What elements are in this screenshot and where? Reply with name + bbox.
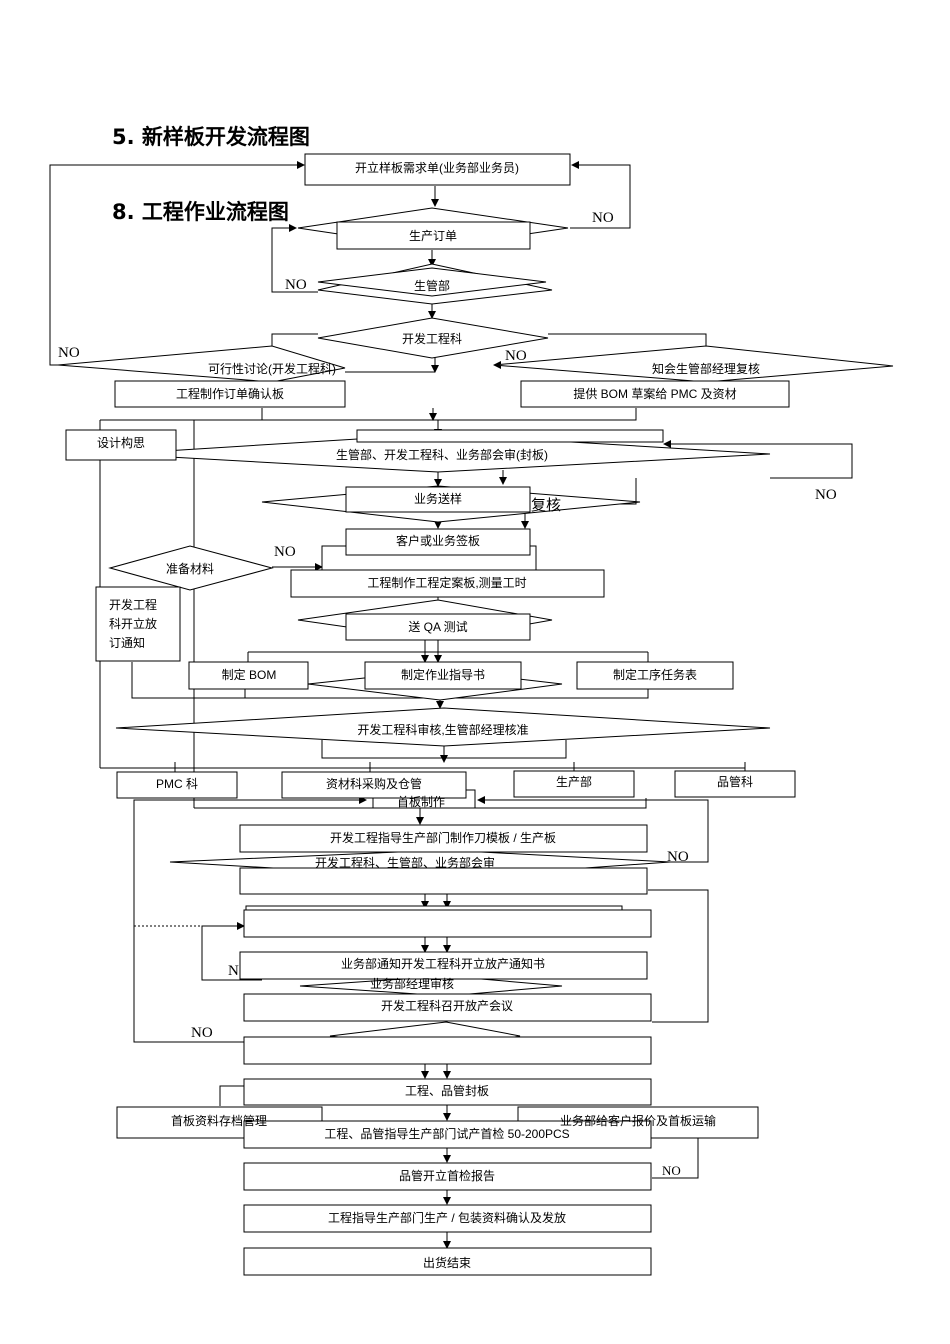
seal-box [243,1078,652,1106]
dev-release-notice-box [95,586,181,662]
no-label-9: NO [662,1163,681,1178]
process-boxes [65,153,796,1276]
blank-box-3 [243,909,652,938]
no-label-4: NO [505,348,527,364]
sales-sample-box [345,486,531,513]
order-confirm-board-box [114,380,346,408]
no-label-8: NO [191,1025,213,1041]
archive-label: 首板资料存档管理 [171,1113,267,1128]
production-dept-label: 生产部 [556,774,592,789]
make-bom-label: 制定 BOM [222,667,277,682]
design-concept-label: 设计构思 [97,435,145,450]
joint-review-diamond [115,433,771,473]
qc-label: 品管科 [717,774,753,789]
trial-production-label: 工程、品管指导生产部门试产首检 50-200PCS [324,1126,569,1141]
guide-molds-label: 开发工程指导生产部门制作刀模板 / 生产板 [330,830,556,845]
guide-molds-box [239,824,648,853]
title-8: 8. 工程作业流程图 [112,200,289,224]
pmc-label: PMC 科 [156,777,198,791]
hidden-box-1 [356,429,664,443]
open-sample-request-label: 开立样板需求单(业务部业务员) [355,160,519,175]
trial-production-box [243,1120,652,1149]
manager-review-label: 业务部经理审核 [370,976,454,991]
no-labels: NO NO NO NO NO NO NO N NO NO [58,210,837,1178]
customer-sign-box [345,528,531,556]
approve-diamond [115,707,771,747]
production-order-label: 生产订单 [409,229,457,243]
no-label-3: NO [58,345,80,361]
production-mgmt-label: 生管部 [414,278,450,293]
shipment-box [243,1247,652,1276]
release-meeting-label: 开发工程科召开放产会议 [381,998,513,1013]
first-board-label: 首板制作 [397,795,445,809]
feasibility-label: 可行性讨论(开发工程科) [208,361,336,376]
process-board-box [290,569,605,598]
connector-lines [49,161,853,1249]
qc-box [674,770,796,798]
seal-label: 工程、品管封板 [405,1083,489,1098]
no-label-5: NO [815,487,837,503]
title-5: 5. 新样板开发流程图 [112,125,310,149]
notify-manager-label: 知会生管部经理复核 [652,361,760,376]
open-sample-request-box [304,153,571,186]
joint-review-2-label: 开发工程科、生管部、业务部会审 [315,855,495,870]
work-instruction-box [364,661,522,690]
prepare-material-diamond [108,545,274,591]
order-confirm-board-label: 工程制作订单确认板 [176,386,284,401]
notify-release-box [239,951,648,980]
guide-production-box [243,1204,652,1233]
production-order-box [336,221,531,250]
node-labels: 开立样板需求单(业务部业务员) 生产订单 生管部 开发工程科 可行性讨论(开发工… [97,160,760,1270]
design-concept-box [65,429,177,461]
notify-release-label: 业务部通知开发工程科开立放产通知书 [341,956,545,971]
no-label-6: NO [274,544,296,560]
procurement-box [281,771,467,799]
bom-draft-box [520,380,790,408]
no-label-2: NO [285,277,307,293]
make-bom-box [188,661,309,690]
task-sheet-label: 制定工序任务表 [613,667,697,682]
first-inspection-box [243,1162,652,1191]
quote-ship-label: 业务部给客户报价及首板运输 [560,1113,716,1128]
customer-sign-label: 客户或业务签板 [396,533,480,548]
dev-engineering-diamond [317,317,549,359]
blank-box-4 [243,1036,652,1065]
qa-test-label: 送 QA 测试 [408,619,467,634]
release-meeting-box [243,993,652,1022]
no-label-7: NO [667,849,689,865]
blank-box-1 [239,867,648,895]
notify-manager-diamond [493,345,894,383]
no-label-1: NO [592,210,614,226]
first-inspection-label: 品管开立首检报告 [399,1168,495,1183]
joint-review-label: 生管部、开发工程科、业务部会审(封板) [336,447,548,462]
task-sheet-box [576,661,734,690]
shipment-label: 出货结束 [423,1255,471,1270]
qa-test-box [345,613,531,641]
dev-release-notice-line-2: 科开立放 [109,616,157,631]
sales-sample-label: 业务送样 [414,491,462,506]
guide-production-label: 工程指导生产部门生产 / 包装资料确认及发放 [328,1210,566,1225]
dev-release-notice-line-1: 开发工程 [109,597,157,612]
approve-label: 开发工程科审核,生管部经理核准 [357,722,528,737]
prepare-material-label: 准备材料 [166,562,214,576]
dev-engineering-label: 开发工程科 [402,331,462,346]
work-instruction-label: 制定作业指导书 [401,667,485,682]
review-fragment-label: 复核 [531,496,561,514]
pmc-box [116,771,238,799]
production-dept-box [513,770,635,798]
procurement-label: 资材科采购及仓管 [326,776,422,791]
production-mgmt-diamond [317,267,547,297]
process-board-label: 工程制作工程定案板,测量工时 [367,575,526,590]
n-partial-label: N [228,963,239,979]
dev-release-notice-line-3: 订通知 [109,636,145,650]
bom-draft-label: 提供 BOM 草案给 PMC 及资材 [573,386,736,401]
feasibility-diamond [57,345,346,383]
